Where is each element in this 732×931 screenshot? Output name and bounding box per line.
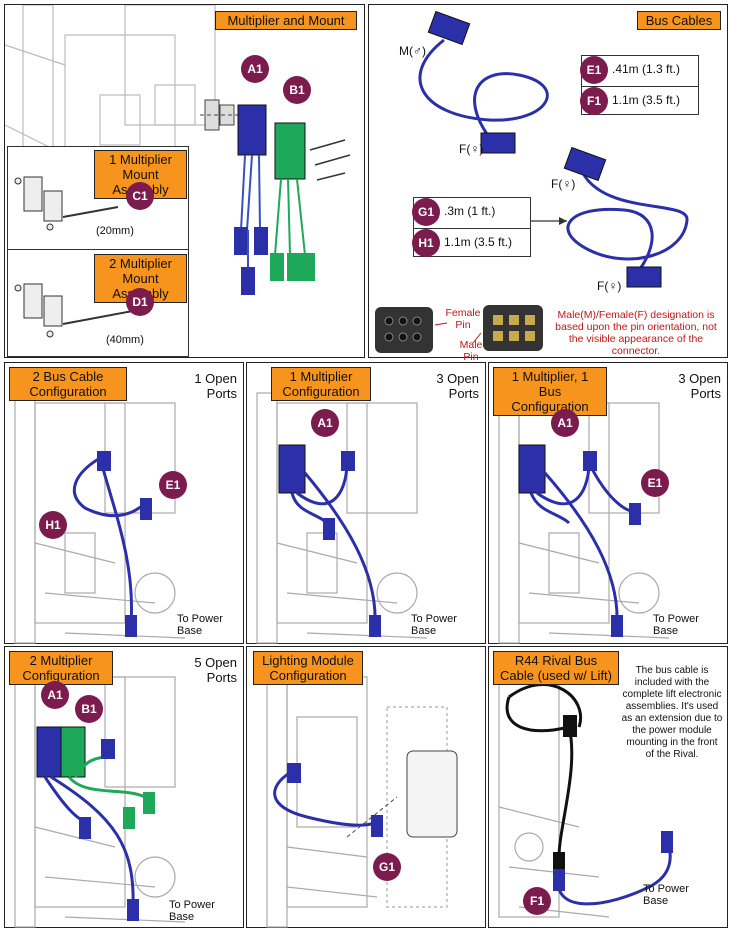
config-2-badge-a1: A1 bbox=[311, 409, 339, 437]
config-5-badge-g1: G1 bbox=[373, 853, 401, 881]
config-5-title: Lighting Module Configuration bbox=[253, 651, 363, 685]
config-1-to-power-base: To Power Base bbox=[177, 613, 223, 637]
multiplier-mount-illustration bbox=[5, 5, 351, 295]
config-4-to-power-base: To Power Base bbox=[169, 899, 215, 923]
one-multiplier-mount-assembly-title: 1 Multiplier Mount Assembly bbox=[94, 150, 187, 199]
pin-designation-note: Male(M)/Female(F) designation is based u… bbox=[555, 309, 717, 357]
c1-hardware-illustration bbox=[14, 176, 119, 231]
config-3-title: 1 Multiplier, 1 Bus Configuration bbox=[493, 367, 607, 416]
config-1-illustration bbox=[14, 392, 186, 644]
config-6-note: The bus cable is included with the compl… bbox=[621, 665, 723, 760]
config-panel-3: 1 Multiplier, 1 Bus Configuration 3 Open… bbox=[488, 362, 728, 644]
female-connector-label-1: F(♀) bbox=[459, 142, 484, 156]
g1-length: .3m (1 ft.) bbox=[444, 204, 496, 218]
one-multiplier-mount-assembly: 1 Multiplier Mount Assembly C1 (20mm) bbox=[7, 146, 189, 250]
config-6-badge-f1: F1 bbox=[523, 887, 551, 915]
g1-row: G1 .3m (1 ft.) bbox=[412, 198, 530, 228]
config-3-badge-a1: A1 bbox=[551, 409, 579, 437]
badge-e1: E1 bbox=[580, 56, 608, 84]
config-4-badge-b1: B1 bbox=[75, 695, 103, 723]
c1-bolt-length: (20mm) bbox=[96, 225, 134, 237]
f1-row: F1 1.1m (3.5 ft.) bbox=[580, 86, 698, 117]
male-pin-label: Male Pin bbox=[459, 339, 483, 363]
bus-cables-panel: Bus Cables M(♂) F(♀) F(♀) F(♀) E1 .41m (… bbox=[368, 4, 728, 363]
config-2-to-power-base: To Power Base bbox=[411, 613, 457, 637]
e1-row: E1 .41m (1.3 ft.) bbox=[580, 56, 698, 86]
config-panel-1: 2 Bus Cable Configuration 1 Open Ports E… bbox=[4, 362, 244, 644]
badge-b1: B1 bbox=[283, 76, 311, 104]
multiplier-mount-title: Multiplier and Mount bbox=[215, 11, 357, 30]
config-3-illustration bbox=[498, 392, 670, 644]
f1-length: 1.1m (3.5 ft.) bbox=[612, 93, 681, 107]
config-1-badge-e1: E1 bbox=[159, 471, 187, 499]
config-1-title: 2 Bus Cable Configuration bbox=[9, 367, 127, 401]
config-2-illustration bbox=[256, 392, 428, 644]
badge-h1: H1 bbox=[412, 229, 440, 257]
h1-row: H1 1.1m (3.5 ft.) bbox=[412, 228, 530, 259]
config-6-to-power-base: To Power Base bbox=[643, 883, 689, 907]
badge-a1: A1 bbox=[241, 55, 269, 83]
config-2-title: 1 Multiplier Configuration bbox=[271, 367, 371, 401]
config-4-open-ports: 5 Open Ports bbox=[194, 655, 237, 685]
female-pin-label: Female Pin bbox=[445, 307, 481, 331]
config-5-illustration bbox=[266, 666, 458, 928]
config-2-open-ports: 3 Open Ports bbox=[436, 371, 479, 401]
bus-cables-title: Bus Cables bbox=[637, 11, 721, 30]
config-3-badge-e1: E1 bbox=[641, 469, 669, 497]
female-connector-label-2: F(♀) bbox=[551, 177, 576, 191]
config-panel-5: Lighting Module Configuration G1 bbox=[246, 646, 486, 928]
bus-cables-illustration bbox=[375, 10, 689, 353]
badge-d1: D1 bbox=[126, 288, 154, 316]
config-6-title: R44 Rival Bus Cable (used w/ Lift) bbox=[493, 651, 619, 685]
h1-length: 1.1m (3.5 ft.) bbox=[444, 235, 513, 249]
d1-hardware-illustration bbox=[14, 283, 139, 338]
config-4-badge-a1: A1 bbox=[41, 681, 69, 709]
config-3-open-ports: 3 Open Ports bbox=[678, 371, 721, 401]
config-1-badge-h1: H1 bbox=[39, 511, 67, 539]
d1-bolt-length: (40mm) bbox=[106, 334, 144, 346]
male-connector-label: M(♂) bbox=[399, 44, 426, 58]
two-multiplier-mount-assembly: 2 Multiplier Mount Assembly D1 (40mm) bbox=[7, 249, 189, 357]
e1-f1-length-table: E1 .41m (1.3 ft.) F1 1.1m (3.5 ft.) bbox=[580, 55, 699, 117]
female-connector-label-3: F(♀) bbox=[597, 279, 622, 293]
multiplier-mount-panel: Multiplier and Mount A1 B1 1 Multiplier … bbox=[4, 4, 365, 358]
badge-g1: G1 bbox=[412, 198, 440, 226]
config-panel-2: 1 Multiplier Configuration 3 Open Ports … bbox=[246, 362, 486, 644]
config-4-title: 2 Multiplier Configuration bbox=[9, 651, 113, 685]
config-panel-4: 2 Multiplier Configuration 5 Open Ports … bbox=[4, 646, 244, 928]
badge-c1: C1 bbox=[126, 182, 154, 210]
g1-h1-length-table: G1 .3m (1 ft.) H1 1.1m (3.5 ft.) bbox=[412, 197, 531, 259]
config-1-open-ports: 1 Open Ports bbox=[194, 371, 237, 401]
badge-f1: F1 bbox=[580, 87, 608, 115]
e1-length: .41m (1.3 ft.) bbox=[612, 62, 681, 76]
config-3-to-power-base: To Power Base bbox=[653, 613, 699, 637]
config-4-illustration bbox=[14, 666, 186, 928]
config-panel-6: R44 Rival Bus Cable (used w/ Lift) The b… bbox=[488, 646, 728, 928]
